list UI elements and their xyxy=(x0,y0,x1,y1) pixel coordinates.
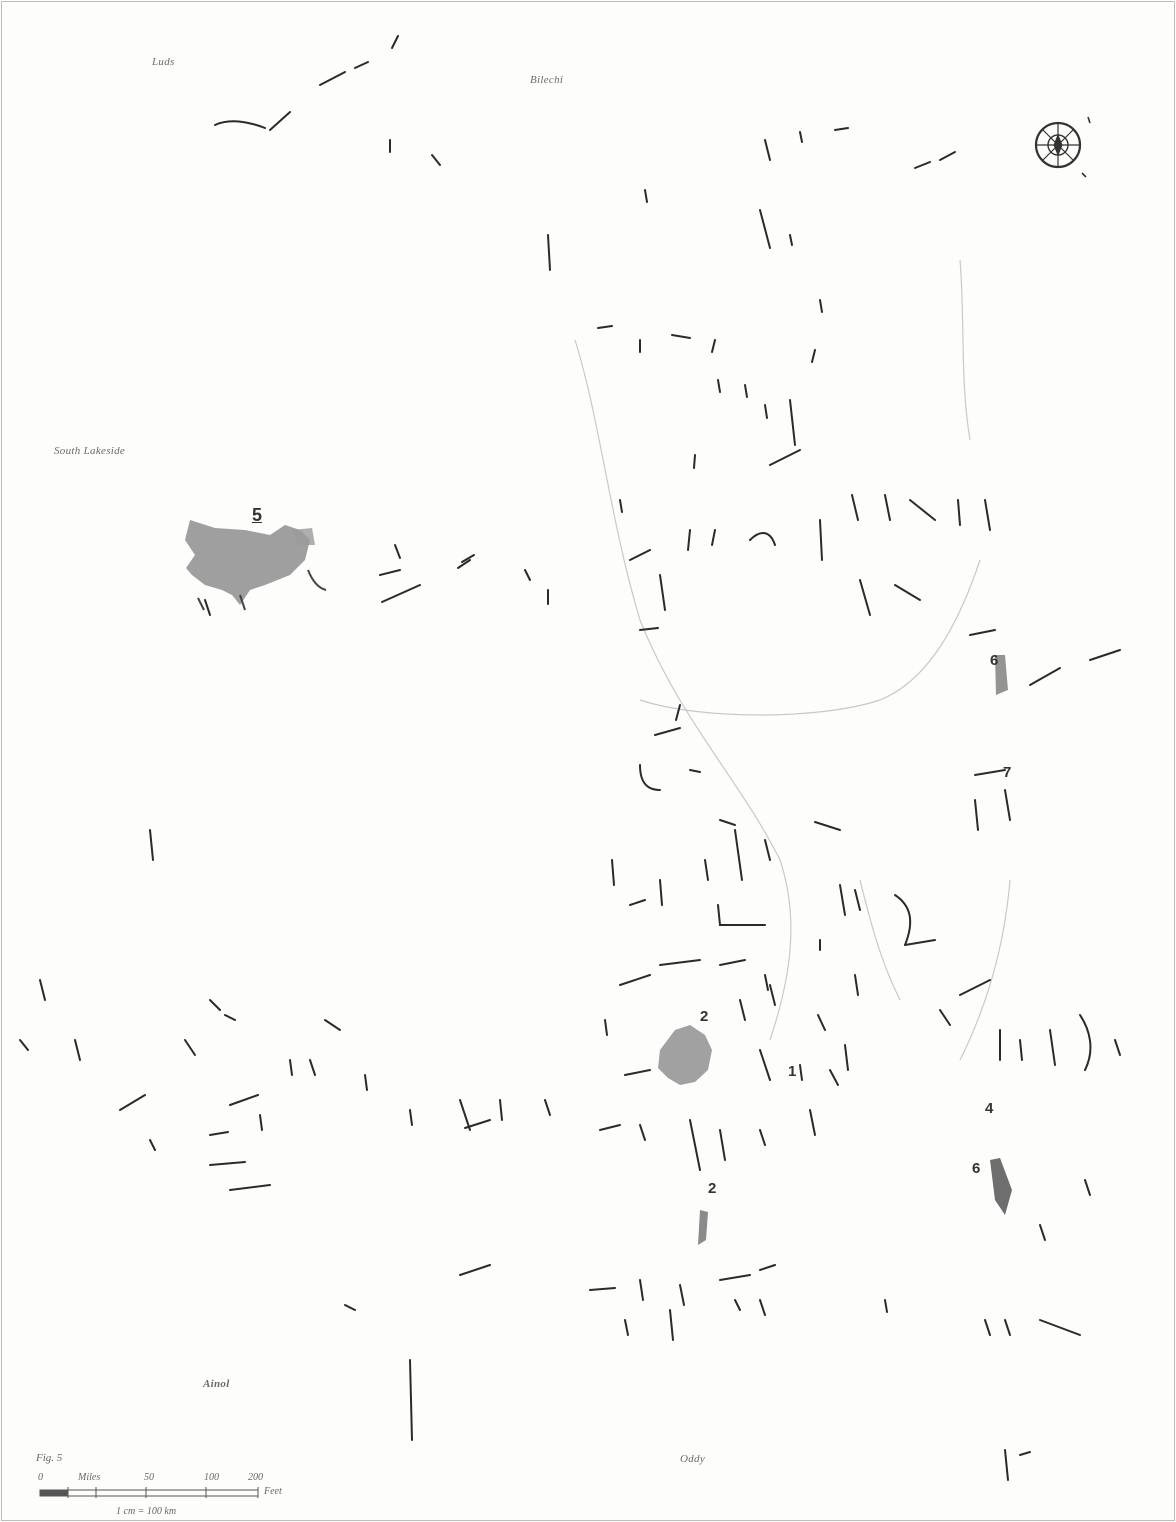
area-number: 6 xyxy=(972,1160,981,1177)
scale-bar: 0 Miles 50 100 200 Feet 1 cm = 100 km xyxy=(36,1472,306,1522)
compass-rose-icon xyxy=(1034,116,1091,178)
scale-unit: Feet xyxy=(264,1486,282,1497)
area-number: 2 xyxy=(708,1180,717,1197)
area-number: 5 xyxy=(252,505,263,525)
figure-label: Fig. 5 xyxy=(36,1452,63,1464)
scale-tick-label: Miles xyxy=(78,1472,101,1483)
area-number: 1 xyxy=(788,1063,797,1080)
roads xyxy=(574,259,1011,1061)
place-label-south-lakeside: South Lakeside xyxy=(54,445,126,457)
shaded-area-5 xyxy=(185,520,310,605)
place-label-ainol: Ainol xyxy=(203,1378,230,1390)
area-number: 4 xyxy=(985,1100,994,1117)
area-number: 7 xyxy=(1003,764,1012,781)
place-label-oddy: Oddy xyxy=(680,1453,706,1465)
scale-bar-graphic xyxy=(39,1487,259,1498)
place-label-bilechi: Bilechi xyxy=(530,74,564,86)
scale-ratio: 1 cm = 100 km xyxy=(116,1506,177,1517)
area-number: 6 xyxy=(990,652,999,669)
streams xyxy=(19,35,1121,1481)
scale-tick-label: 200 xyxy=(248,1472,263,1483)
scale-tick-label: 0 xyxy=(38,1472,43,1483)
scale-tick-label: 100 xyxy=(204,1472,219,1483)
shaded-area-2 xyxy=(658,1025,712,1085)
scale-tick-label: 50 xyxy=(144,1472,154,1483)
place-label-luds: Luds xyxy=(152,56,175,68)
area-number: 2 xyxy=(700,1008,709,1025)
